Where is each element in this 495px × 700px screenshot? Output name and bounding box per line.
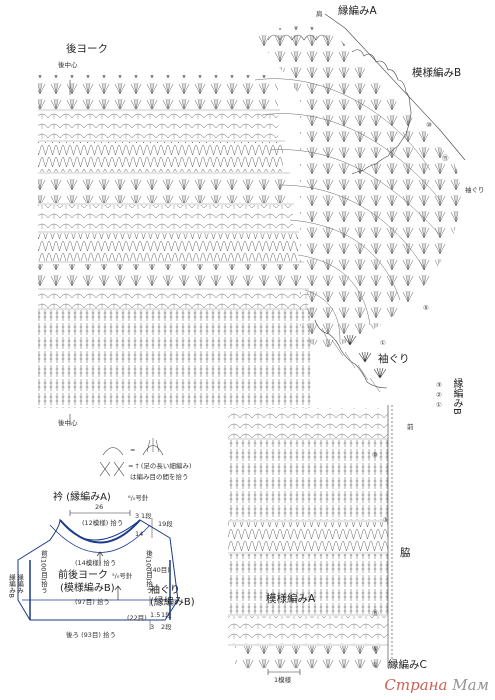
schematic-sleeve-b: 袖ぐり [150, 585, 180, 596]
label-shoulder-mark: 肩 [316, 10, 323, 18]
row-number: ⑤ [423, 304, 429, 312]
watermark-logo: Страна Мам [384, 676, 489, 694]
row-number: ⑤ [372, 645, 378, 653]
schematic-yoke-title: 前後ヨーク [58, 570, 108, 581]
schematic-collar-hook: ⁶/₀号針 [128, 494, 149, 502]
label-pattern-b-right: 模様編みB [412, 67, 462, 79]
schematic-stitches-22: (22目) [127, 614, 147, 622]
row-number: ⑤ [383, 516, 389, 524]
label-pattern-a-body: 模様編みA [266, 593, 316, 605]
schematic-yoke-sub: (模様編みB) [60, 583, 115, 594]
watermark-text-b: Мам [452, 676, 489, 694]
row-number: ⑩ [372, 451, 378, 459]
label-one-pattern: 1模様 [274, 676, 292, 684]
row-number: ③ [436, 381, 442, 389]
row-number: ① [372, 661, 378, 669]
schematic-dim-15: 1.5 [150, 611, 161, 619]
schematic-side-left: 前(100目)拾う [39, 550, 48, 594]
body-chart [228, 405, 393, 675]
schematic-row-1b: 1段 [161, 611, 172, 619]
watermark-text-a: Страна [384, 676, 453, 694]
schematic-sleeve-b-sub: (縁編みB) [150, 597, 195, 608]
label-pattern-a-top: 縁編みA [338, 5, 377, 17]
label-edging-b-right: 縁編みB [451, 378, 462, 415]
label-edging-c: 縁編みC [388, 659, 427, 671]
armhole-edging-chart [314, 319, 388, 393]
back-yoke-chart [38, 75, 314, 408]
schematic-dim-3: 3 [135, 512, 140, 520]
schematic-pickup-14: (14模様) 拾う [75, 559, 117, 567]
schematic-dim-3b: 3 [150, 623, 155, 631]
legend-symbols [99, 438, 164, 477]
label-sleeve-top: 袖ぐり [465, 186, 485, 194]
schematic-side-right: 後(100目)拾う [144, 550, 153, 594]
schematic-pickup-12: (12模様) 拾う [82, 519, 124, 527]
row-number: ② [436, 391, 442, 399]
schematic-pickup-97: (97目) 拾う [75, 598, 110, 606]
legend-eq3: は編み目の間を拾う [130, 473, 189, 481]
label-back-center-bottom: 後中心 [58, 419, 78, 427]
schematic [17, 510, 179, 630]
schematic-stitches-40: (40目) [150, 566, 170, 574]
row-number: ① [380, 339, 386, 347]
legend-eq2: = † (足の長い細編み) [128, 462, 192, 470]
row-number: ⑮ [442, 154, 449, 162]
schematic-row-1: 1段 [141, 512, 152, 520]
row-number: ⑮ [372, 609, 379, 617]
label-back-yoke: 後ヨーク [66, 43, 108, 55]
legend-eq1: = [130, 446, 136, 454]
label-back-center-top: 後中心 [58, 61, 78, 69]
label-front: 前 [407, 423, 414, 431]
schematic-edge-left: 縁編みB [7, 574, 16, 598]
schematic-hem-left: 縁編み [15, 574, 24, 594]
row-number: ⑩ [426, 121, 432, 129]
schematic-back-93: 後ろ (93目) 拾う [66, 631, 116, 639]
schematic-width: 26 [95, 503, 104, 511]
schematic-dim-14: 14 [135, 530, 144, 538]
label-armhole: 袖ぐり [378, 353, 410, 365]
schematic-collar: 衿 (縁編みA) [53, 492, 111, 503]
schematic-row-2: 2段 [161, 623, 172, 631]
sleeve-yoke-chart [254, 13, 466, 347]
label-side: 脇 [400, 547, 411, 559]
schematic-row-19: 19段 [158, 520, 173, 528]
schematic-yoke-hook: ⁵/₀号針 [112, 572, 133, 580]
row-number: ① [436, 401, 442, 409]
